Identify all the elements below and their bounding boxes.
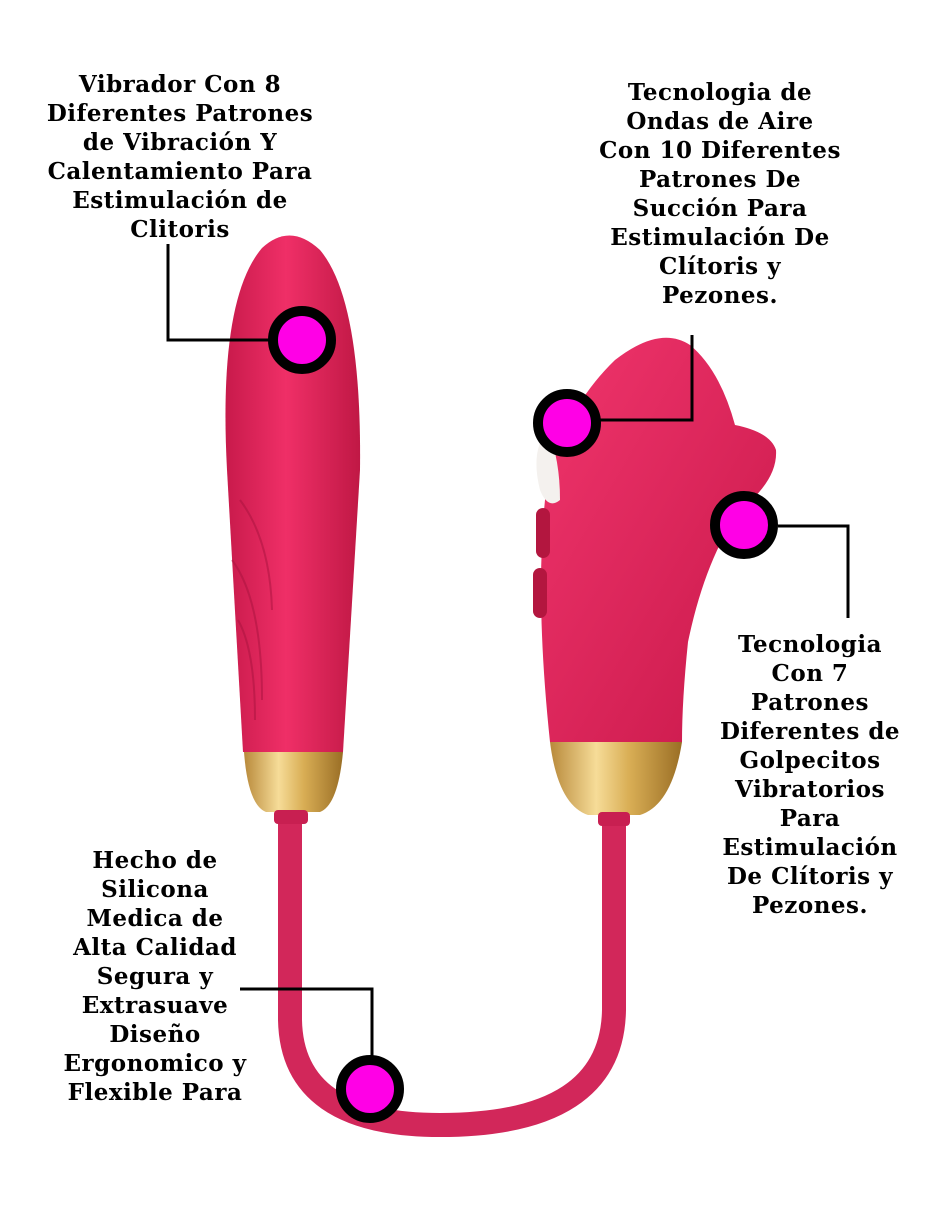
callout-line: Con 7 [771, 660, 849, 687]
callout-line: Estimulación De [610, 224, 830, 251]
leader-line-tapping [778, 524, 850, 618]
callout-line: Alta Calidad [73, 934, 237, 961]
callout-line: Extrasuave [81, 992, 229, 1019]
suction-head-body [541, 337, 777, 742]
callout-line: Hecho de [92, 847, 218, 874]
callout-line: Estimulación de [72, 187, 288, 214]
bullet-vibrator-gold-cap [244, 752, 343, 812]
marker-air [533, 389, 601, 457]
callout-line: Segura y [96, 963, 214, 990]
air-pulse-head-icon [533, 337, 777, 826]
callout-dot-icon [268, 306, 778, 1123]
callout-line: Medica de [86, 905, 224, 932]
callout-line: Estimulación [722, 834, 898, 861]
callout-line: Calentamiento Para [47, 158, 313, 185]
callout-line: Flexible Para [67, 1079, 243, 1106]
callout-silicone-text: Hecho de Silicona Medica de Alta Calidad… [20, 846, 290, 1107]
callout-line: Con 10 Diferentes [599, 137, 841, 164]
callout-line: Clitoris [130, 216, 230, 243]
bullet-vibrator-texture [231, 499, 273, 721]
suction-head-cable-joint [598, 812, 630, 826]
connecting-cable [278, 803, 626, 1138]
callout-line: Patrones De [638, 166, 802, 193]
callout-air-waves-text: Tecnologia de Ondas de Aire Con 10 Difer… [555, 78, 885, 310]
callout-line: De Clítoris y [726, 863, 893, 890]
callout-line: Tecnologia [738, 631, 882, 658]
callout-line: de Vibración Y [82, 129, 278, 156]
callout-line: Vibrador Con 8 [78, 71, 282, 98]
callout-line: Ergonomico y [63, 1050, 247, 1077]
marker-silicone [336, 1055, 404, 1123]
leader-line-vibrator [166, 244, 270, 342]
callout-line: Para [779, 805, 841, 832]
callout-line: Diferentes Patrones [46, 100, 314, 127]
callout-line: Pezones. [751, 892, 869, 919]
callout-line: Vibratorios [735, 776, 885, 803]
callout-tapping-text: Tecnologia Con 7 Patrones Diferentes de … [690, 630, 930, 920]
leader-line-air [597, 335, 694, 422]
bullet-vibrator-icon [225, 235, 361, 824]
suction-opening [536, 430, 560, 504]
callout-line: Golpecitos [739, 747, 881, 774]
control-button-bottom [533, 568, 547, 618]
callout-line: Patrones [751, 689, 869, 716]
callout-line: Clítoris y [659, 253, 781, 280]
marker-vibrator [268, 306, 336, 374]
bullet-vibrator-body [225, 235, 361, 753]
callout-line: Pezones. [661, 282, 779, 309]
suction-head-gold-cap [550, 742, 682, 815]
callout-vibrator-text: Vibrador Con 8 Diferentes Patrones de Vi… [10, 70, 350, 244]
callout-line: Tecnologia de [627, 79, 813, 106]
bullet-vibrator-cable-joint [274, 810, 308, 824]
marker-tapping [710, 491, 778, 559]
callout-line: Diferentes de [719, 718, 901, 745]
callout-line: Silicona [101, 876, 209, 903]
callout-line: Succión Para [632, 195, 808, 222]
callout-line: Ondas de Aire [626, 108, 814, 135]
control-button-top [536, 508, 550, 558]
callout-line: Diseño [109, 1021, 201, 1048]
leader-line-silicone [240, 987, 374, 1060]
